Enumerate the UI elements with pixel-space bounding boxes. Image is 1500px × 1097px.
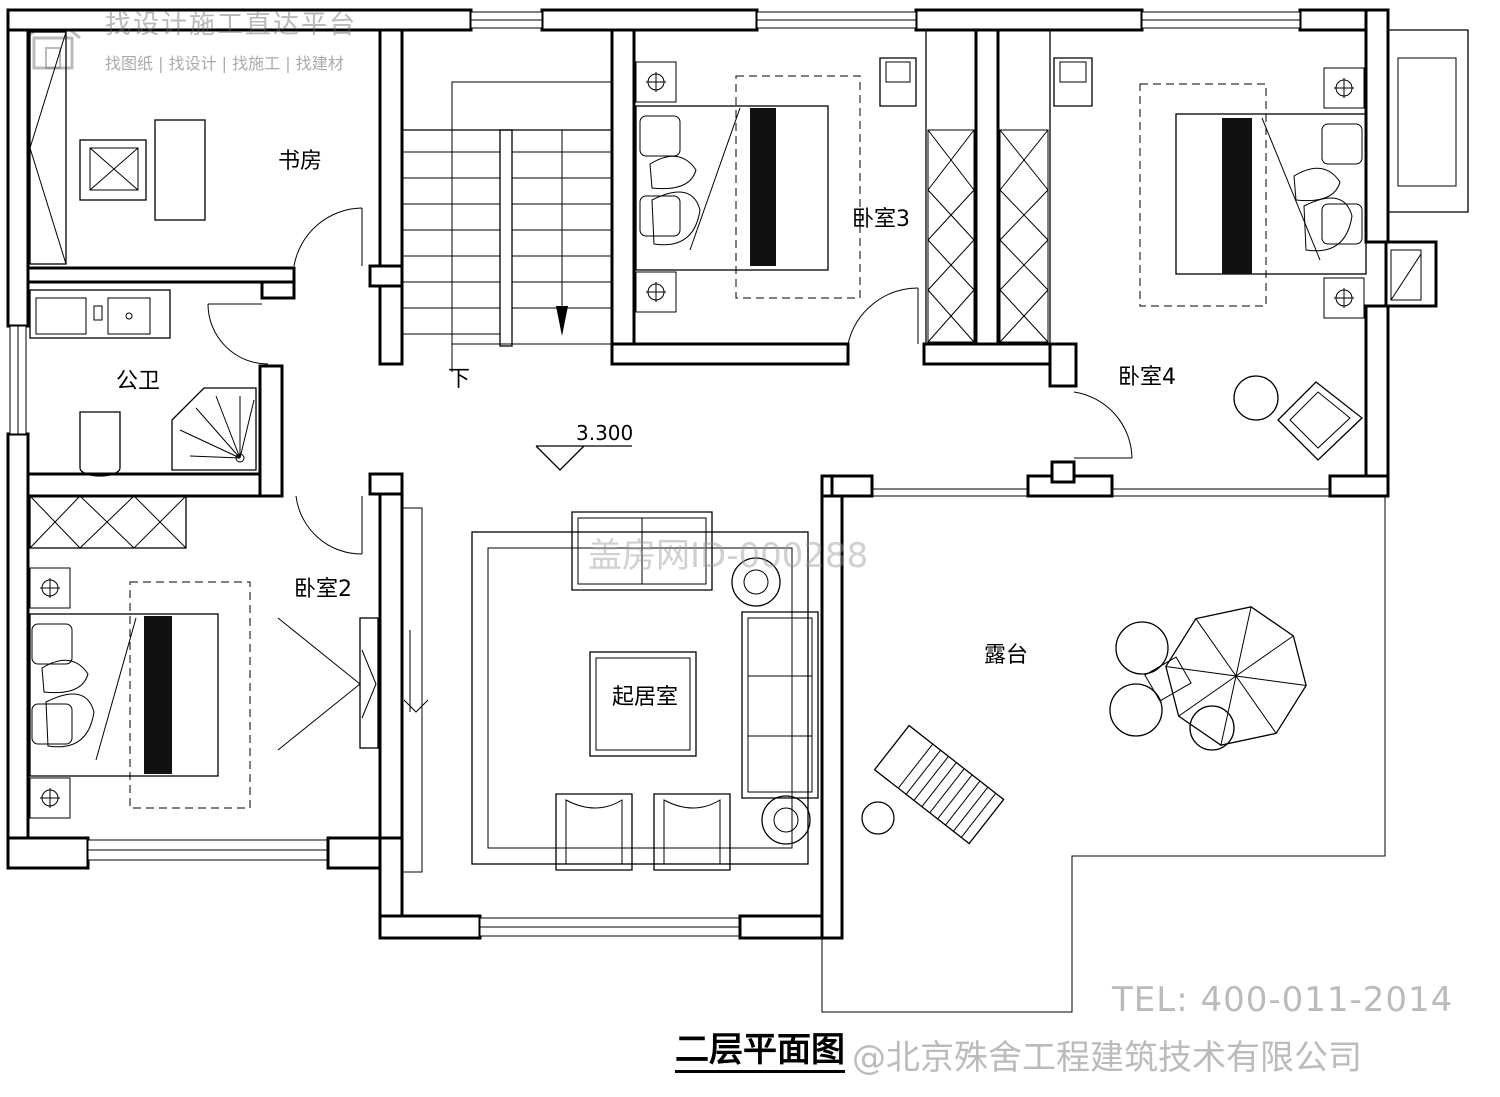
watermark-top-subtitle: 找图纸 | 找设计 | 找施工 | 找建材 [105, 54, 344, 73]
room-label-bathroom: 公卫 [116, 369, 160, 394]
elevation-marker [535, 445, 632, 471]
terrace-outline [821, 488, 1386, 1013]
bedroom3-furniture [635, 29, 977, 345]
bathroom-fixtures [29, 289, 269, 477]
stair-down-label: 下 [448, 367, 470, 392]
room-label-bedroom4: 卧室4 [1118, 365, 1176, 390]
bedroom2-furniture [29, 495, 379, 819]
bedroom4-furniture [997, 29, 1367, 461]
interior-walls [26, 28, 1390, 840]
room-label-living: 起居室 [612, 685, 678, 710]
room-label-study: 书房 [278, 149, 322, 174]
company-name-text: @北京殊舍工程建筑技术有限公司 [852, 1038, 1362, 1078]
plan-title: 二层平面图 [675, 1030, 845, 1073]
terrace-furniture [861, 606, 1307, 845]
room-label-bedroom3: 卧室3 [852, 207, 910, 232]
staircase [402, 81, 613, 372]
room-label-terrace: 露台 [984, 643, 1028, 668]
balcony-box [1384, 29, 1469, 308]
elevation-text: 3.300 [576, 421, 633, 445]
watermark-center-id: 盖房网ID-000288 [588, 536, 869, 576]
living-room-furniture [401, 507, 819, 873]
phone-number-text: TEL: 400-011-2014 [1112, 980, 1454, 1020]
exterior-walls [6, 8, 1390, 940]
watermark-top-title: 找设计施工直达平台 [105, 10, 358, 40]
room-label-bedroom2: 卧室2 [294, 577, 352, 602]
study-furniture [29, 31, 363, 267]
